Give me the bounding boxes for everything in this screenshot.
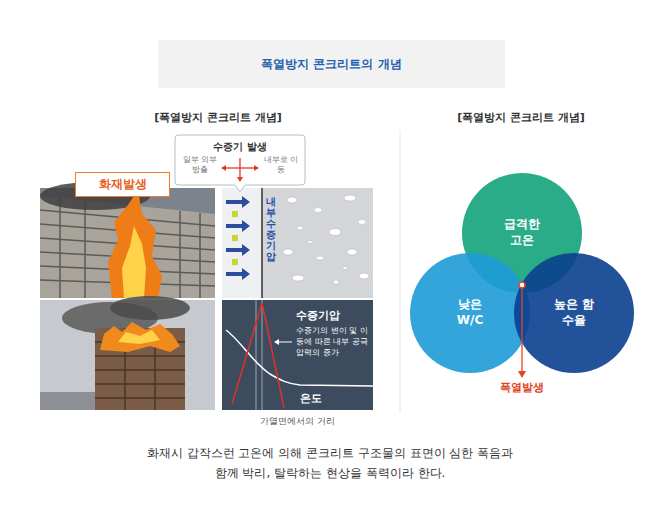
circle-label: 높은 함수율 (551, 297, 597, 328)
panel-note: 수증기의 변이 및 이동에 따른 내부 공극 압력의 증가 (296, 325, 370, 359)
intersection-dot (519, 282, 525, 288)
circle-label: 낮은 W/C (447, 297, 493, 328)
venn-circle: 높은 함수율 (514, 253, 634, 373)
vapor-bubble (175, 135, 305, 192)
section-heading: [폭열방지 콘크리트 개념] (98, 110, 338, 125)
pressure-panel (222, 300, 373, 410)
circle-fill (514, 253, 634, 373)
divider (400, 130, 401, 412)
title-band (158, 40, 505, 88)
box-label: 화재발생 (99, 176, 147, 193)
circle-label: 급격한 고온 (499, 217, 545, 248)
circle-fill (410, 253, 530, 373)
page-title: 폭열방지 콘크리트의 개념 (158, 56, 505, 73)
axis-label: 가열면에서의 거리 (222, 415, 373, 428)
pointer-line (521, 288, 522, 372)
panel-heading: 수증기압 (296, 308, 340, 323)
result-label: 폭열발생 (462, 380, 582, 395)
section-heading: [폭열방지 콘크리트 개념] (401, 110, 641, 125)
fire-photo-lower (40, 296, 215, 410)
fire-photo-upper (40, 182, 215, 298)
fire-box: 화재발생 (75, 172, 170, 197)
bubble-note: 일부 외부 방출 (181, 155, 219, 175)
vapor-panel (222, 188, 373, 298)
pointer-head (518, 371, 526, 378)
axis-label: 온도 (300, 391, 322, 406)
vertical-label: 내부 수증기압 (266, 196, 276, 262)
bubble-heading: 수증기 발생 (175, 140, 305, 154)
caption: 화재시 갑작스런 고온에 의해 콘크리트 구조물의 표면이 심한 폭음과 함께 … (140, 443, 520, 483)
vapor-bubble-node: 수증기 발생일부 외부 방출 내부로 이동 (175, 135, 305, 185)
venn-circle: 낮은 W/C (410, 253, 530, 373)
bubble-note: 내부로 이동 (261, 155, 301, 175)
